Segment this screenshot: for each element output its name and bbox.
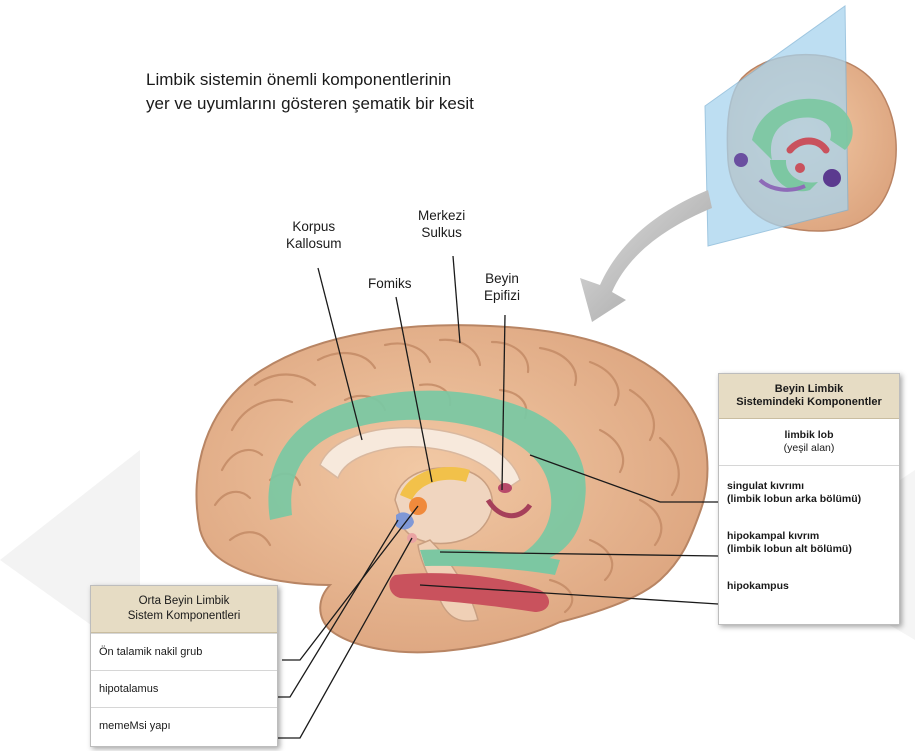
right-info-box: Beyin LimbikSistemindeki Komponentler li… (718, 373, 900, 625)
label-beyin-epifizi: BeyinEpifizi (484, 270, 520, 304)
right-box-subheader: limbik lob(yeşil alan) (719, 419, 899, 466)
small-brain-icon (705, 6, 896, 246)
left-box-header: Orta Beyin LimbikSistem Komponentleri (91, 586, 277, 633)
left-info-box: Orta Beyin LimbikSistem Komponentleri Ön… (90, 585, 278, 747)
right-box-item: singulat kıvrımı(limbik lobun arka bölüm… (719, 474, 899, 512)
label-fomiks: Fomiks (368, 275, 412, 292)
right-box-item: hipokampus (719, 574, 899, 599)
curved-arrow-icon (580, 190, 712, 322)
left-box-row: Ön talamik nakil grub (91, 633, 277, 670)
label-merkezi-sulkus: MerkeziSulkus (418, 207, 465, 241)
label-korpus-kallosum: KorpusKallosum (286, 218, 342, 252)
left-box-row: hipotalamus (91, 670, 277, 707)
right-box-item: hipokampal kıvrım(limbik lobun alt bölüm… (719, 524, 899, 562)
right-box-header: Beyin LimbikSistemindeki Komponentler (719, 374, 899, 419)
left-box-row: memeMsi yapı (91, 707, 277, 744)
